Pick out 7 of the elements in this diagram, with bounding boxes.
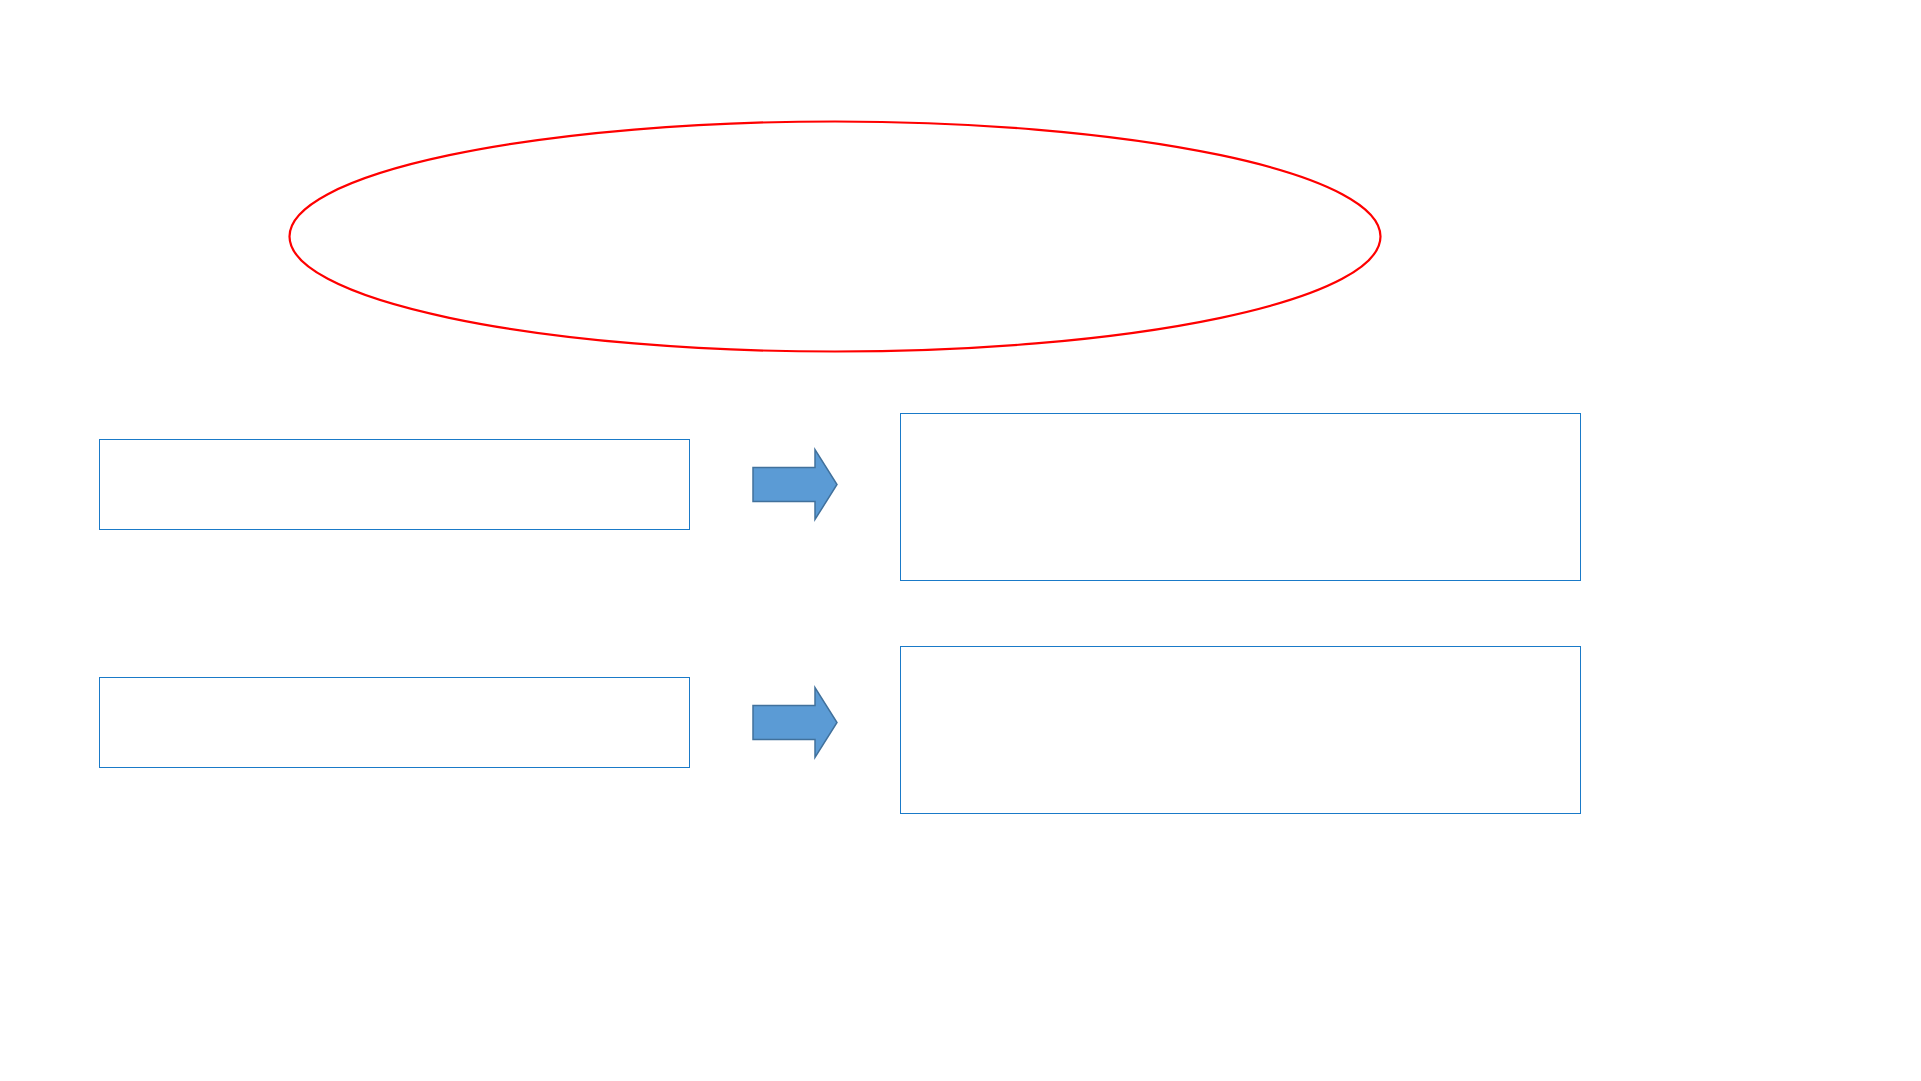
empty-box xyxy=(99,439,690,530)
ellipse-shape xyxy=(288,120,1382,353)
empty-box xyxy=(900,413,1581,581)
block-arrow xyxy=(752,684,838,761)
empty-box xyxy=(900,646,1581,814)
empty-box xyxy=(99,677,690,768)
block-arrow xyxy=(752,446,838,523)
